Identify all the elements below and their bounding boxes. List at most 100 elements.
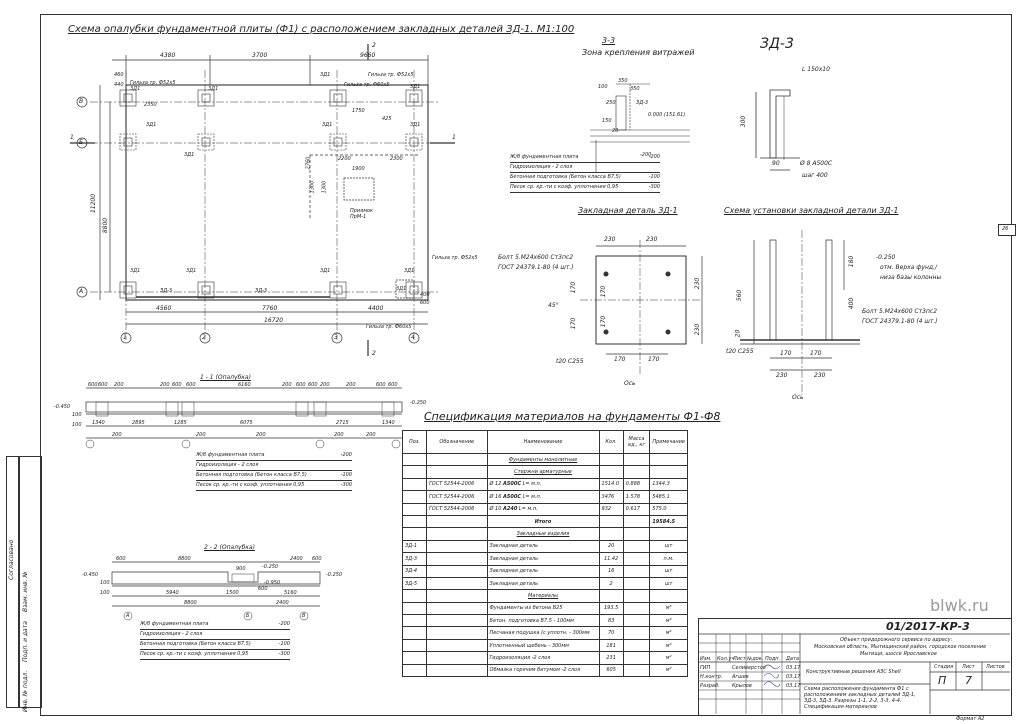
plan-label-zd3b: ЗД-3 xyxy=(255,288,268,294)
axis-1: 1 xyxy=(123,334,127,341)
zd1-bolt: Болт 5.М24х600 Ст3пс2 xyxy=(498,254,574,261)
zd-mark-3: 3Д1 xyxy=(320,72,331,78)
zd3-dim-rod: Ø 8 А500С xyxy=(800,160,833,167)
sec22-dimbot2-1: 2400 xyxy=(276,600,289,606)
cut-mark-1a: 1 xyxy=(70,134,74,141)
sec22-layer-0: Ж/б фундаментная плита-200 xyxy=(140,620,290,630)
stamp-h-sign: Подп. xyxy=(765,656,781,662)
scheme-dim-170b: 170 xyxy=(810,350,822,357)
sec11-dimbot-2: 1285 xyxy=(174,420,187,426)
sec22-dimtop-0: 600 xyxy=(116,556,126,562)
scheme-bolt-gost: ГОСТ 24379.1-80 (4 шт.) xyxy=(862,318,938,325)
sec33-layer-3: Песок ср. кр.-ти с коэф. уплотнения 0,95… xyxy=(510,183,660,193)
sec11-dimtop-3: 200 xyxy=(160,382,170,388)
sec33-layer-1: Гидроизоляция - 2 слоя xyxy=(510,163,660,173)
stamp-role-0: ГИП xyxy=(700,665,711,671)
sec11-dimtop-8: 600 xyxy=(296,382,306,388)
zd1-axis: Ось xyxy=(624,380,636,387)
axis-3: 3 xyxy=(334,334,338,341)
sec33-label-200: -200 xyxy=(640,152,652,158)
sec22-dimleft-0: 100 xyxy=(100,580,110,586)
side-inv-box xyxy=(18,456,42,708)
cut-mark-2a: 2 xyxy=(372,42,376,49)
axis-4: 4 xyxy=(411,334,415,341)
spec-table: Поз. Обозначение Наименование Кол. Масса… xyxy=(402,430,688,678)
page-number: 26 xyxy=(1002,226,1009,232)
stamp-role-2: Разраб. xyxy=(700,683,720,689)
plan-dim-425: 425 xyxy=(382,116,392,122)
sec22-layer-2: Бетонная подготовка (Бетон класса В7,5)-… xyxy=(140,640,290,650)
sec22-level-1: -0.250 xyxy=(262,564,279,570)
plan-dim-1750: 1750 xyxy=(352,108,365,114)
page-number-box xyxy=(998,224,1016,236)
sec11-dimbot2-4: 200 xyxy=(366,432,376,438)
zd-mark-6: 3Д1 xyxy=(184,152,195,158)
scheme-level: -0.250 xyxy=(876,254,896,261)
spec-header: Поз. Обозначение Наименование Кол. Масса… xyxy=(402,430,688,454)
stamp-sheet-title-1: расположением закладных деталей ЗД-1, xyxy=(804,692,916,698)
plan-dim-2300: 2300 xyxy=(390,156,403,162)
sec11-title: 1 - 1 (Опалубка) xyxy=(200,374,251,381)
zd3-dim-step: шаг 400 xyxy=(802,172,828,179)
sec11-dimtop-0: 600 xyxy=(88,382,98,388)
sec11-dimbot-5: 1340 xyxy=(382,420,395,426)
sec11-dimtop-11: 200 xyxy=(346,382,356,388)
cut-mark-1b: 1 xyxy=(452,134,456,141)
stamp-stage-label: Стадия xyxy=(934,664,954,670)
sec22-layer-3: Песок ср. кр.-ти с коэф. уплотнения 0,95… xyxy=(140,650,290,660)
plan-dim-1900: 1900 xyxy=(352,166,365,172)
sec22-level-0: -0.450 xyxy=(82,572,99,578)
plan-dim-4400: 4400 xyxy=(368,305,384,312)
zd-mark-7: 3Д1 xyxy=(322,122,333,128)
sec11-dimtop-12: 600 xyxy=(376,382,386,388)
plan-label-sleeve5: Гильза тр. Ф60х5 xyxy=(366,324,412,330)
sec22-layer-1: Гидроизоляция - 2 слоя xyxy=(140,630,290,640)
stamp-name-2: Крылов xyxy=(732,683,752,689)
plan-label-pit: Приямок ПрМ-1 xyxy=(350,208,374,220)
sec22-title: 2 - 2 (Опалубка) xyxy=(204,544,255,551)
sec22-dimtop-2: 2400 xyxy=(290,556,303,562)
stamp-sheet-label: Лист xyxy=(962,664,975,670)
stamp-block xyxy=(698,618,1012,716)
sec11-dimleft-0: 100 xyxy=(72,412,82,418)
sec11-dimtop-10: 200 xyxy=(320,382,330,388)
sheet-frame xyxy=(40,14,1012,716)
scheme-level-note2: низа базы колонны xyxy=(880,274,942,281)
sec33-layer-2: Бетонная подготовка (Бетон класса В7,5)-… xyxy=(510,173,660,183)
stamp-date-2: 03.17 xyxy=(786,683,801,689)
axis-v: В xyxy=(79,98,84,105)
sec11-dimtop-4: 600 xyxy=(172,382,182,388)
stamp-object-1: Московская область, Мытищинский район, г… xyxy=(814,644,987,650)
zd-mark-11: 3Д1 xyxy=(320,268,331,274)
plan-dim-16720: 16720 xyxy=(264,317,284,324)
zd3-dim-90: 90 xyxy=(772,160,780,167)
plan-label-zd3a: ЗД-3 xyxy=(160,288,173,294)
plan-label-sleeve3: Гильза тр. Ф60х5 xyxy=(344,82,390,88)
zd-mark-1: 3Д1 xyxy=(130,86,141,92)
stamp-h-list: Лист xyxy=(733,656,746,662)
sec11-dimbot2-1: 200 xyxy=(196,432,206,438)
zd1-angle: 45° xyxy=(548,302,559,309)
spec-h-qty: Кол. xyxy=(598,430,624,454)
sec33-layers: Ж/б фундаментная плита-200 Гидроизоляция… xyxy=(510,153,660,193)
stamp-date-1: 03.17 xyxy=(786,674,801,680)
sec33-subtitle: Зона крепления витражей xyxy=(582,48,695,57)
plan-dim-2200: 2200 xyxy=(338,156,351,162)
stamp-h-doc: №док. xyxy=(747,656,764,662)
sec11-dimtop-1: 600 xyxy=(98,382,108,388)
sec22-axis-v: В xyxy=(302,613,306,619)
stamp-code: 01/2017-КР-3 xyxy=(886,620,970,633)
cut-mark-2b: 2 xyxy=(372,350,376,357)
zd1-dim-top-left: 230 xyxy=(604,236,616,243)
zd-mark-2: 3Д1 xyxy=(208,86,219,92)
